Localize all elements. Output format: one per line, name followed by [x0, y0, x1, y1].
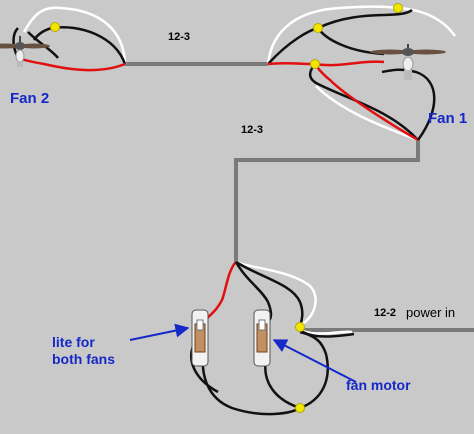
arrow-to-lite-switch: [129, 323, 190, 341]
fan1-wiring: [266, 5, 457, 142]
cable-label-power: 12-2: [374, 307, 397, 319]
wire-nut-icon: [393, 3, 403, 13]
ceiling-fan-icon: [0, 36, 50, 67]
fan1-label: Fan 1: [428, 110, 468, 127]
wire-nut-icon: [313, 23, 323, 33]
fan-switch-label: fan motor: [346, 377, 411, 393]
wire-nut-icon: [310, 59, 320, 69]
wire-nut-icon: [50, 22, 60, 32]
cable-runs: [125, 62, 474, 332]
switch-wiring: [190, 260, 355, 416]
ceiling-fan-icon: [370, 44, 446, 80]
cable-label-middle: 12-3: [241, 124, 264, 136]
cable-label-top: 12-3: [168, 31, 191, 43]
lite-switch-label-line1: lite for: [52, 334, 95, 350]
wire-nut-icon: [295, 403, 305, 413]
fan2-wiring: [12, 6, 127, 72]
lite-switch-label-line2: both fans: [52, 351, 115, 367]
annotation-arrows: [129, 323, 357, 383]
light-switch-icon: [253, 309, 271, 367]
cable-fan1-to-switches: [234, 140, 420, 262]
wire-nuts: [50, 3, 403, 413]
fan2-label: Fan 2: [10, 90, 50, 107]
power-in-label: power in: [406, 305, 456, 320]
light-switch-icon: [191, 309, 209, 367]
wire-nut-icon: [295, 322, 305, 332]
arrow-to-fan-switch: [272, 339, 357, 383]
lite-switch-label: lite for both fans: [52, 334, 115, 368]
